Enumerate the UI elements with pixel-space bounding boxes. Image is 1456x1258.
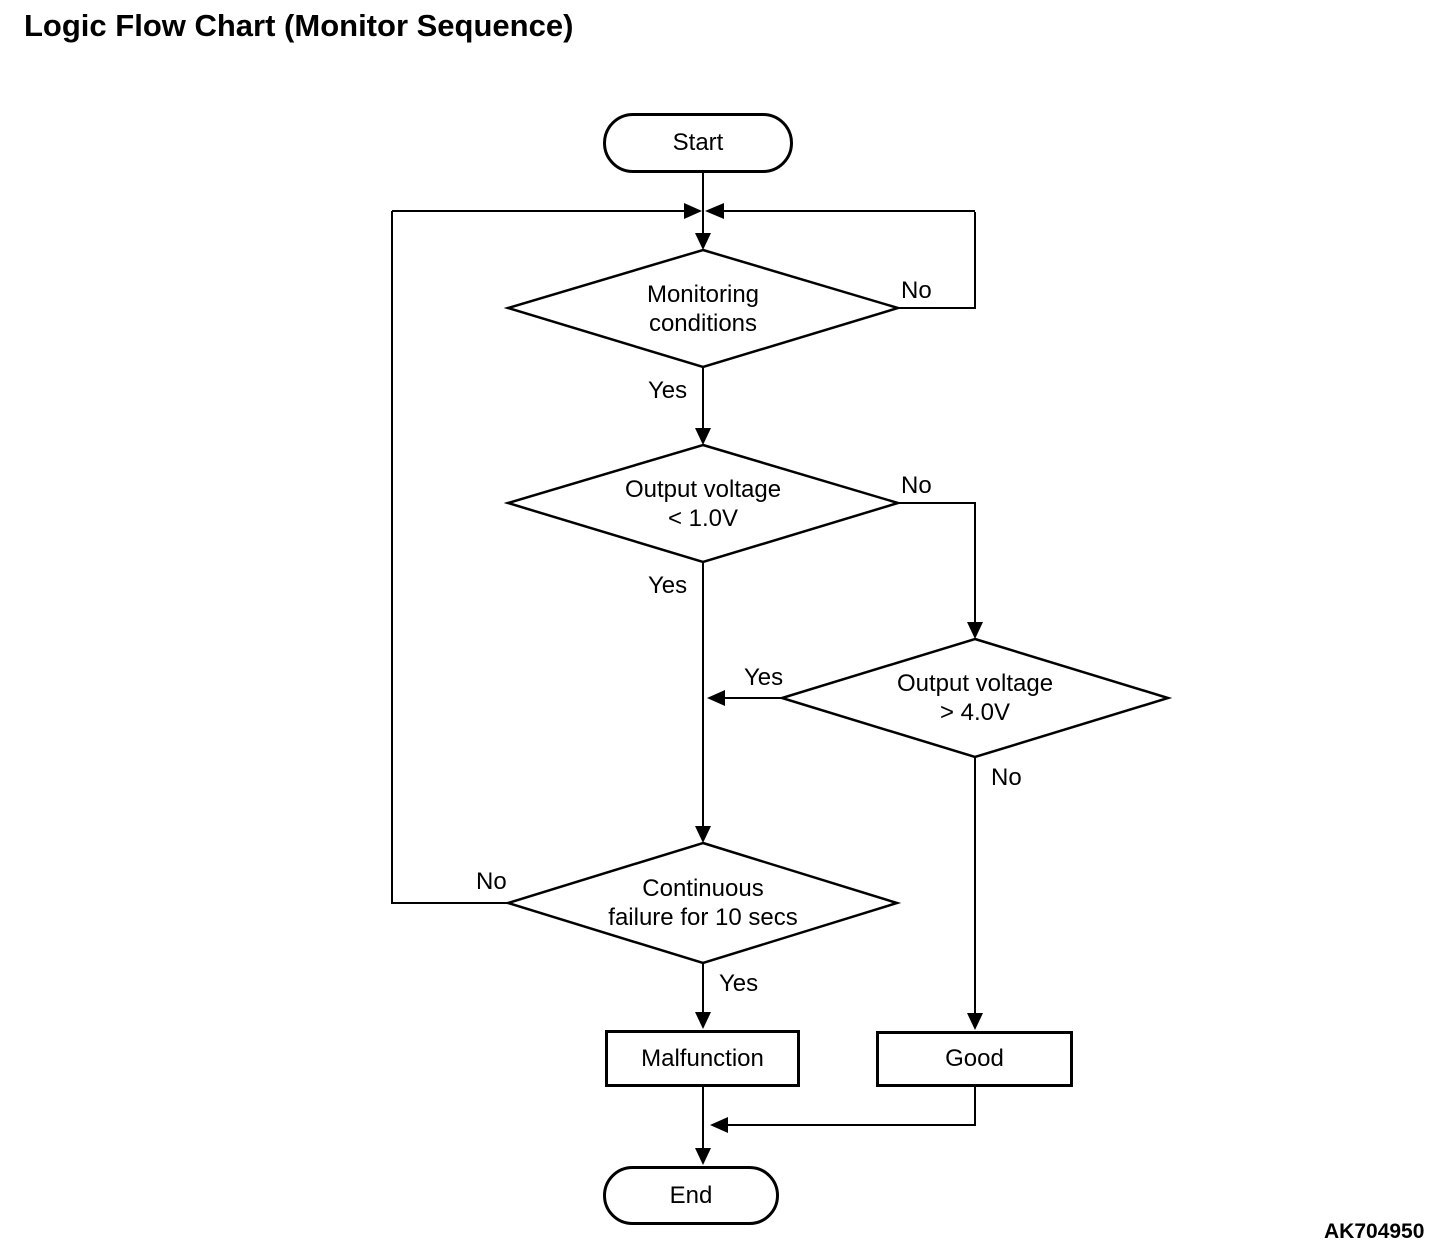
end-in-arrowhead: [695, 1148, 711, 1165]
monitoring-in-arrowhead: [695, 233, 711, 250]
malfunction-process: Malfunction: [605, 1030, 800, 1087]
good-process: Good: [876, 1031, 1073, 1087]
end-label: End: [669, 1181, 713, 1209]
malfunction-in-arrowhead: [695, 1012, 711, 1029]
merge-left-arrowhead: [710, 1117, 728, 1133]
junction-left-arrowhead: [705, 203, 724, 219]
good-in-arrowhead: [967, 1013, 983, 1030]
voltage-low-in-arrowhead: [695, 428, 711, 445]
decision-monitoring-conditions: [503, 248, 903, 369]
continuous-in-arrowhead: [695, 826, 711, 843]
page-title: Logic Flow Chart (Monitor Sequence): [24, 8, 574, 43]
malfunction-label: Malfunction: [641, 1044, 764, 1072]
edge-good-end-line: [728, 1087, 976, 1126]
start-terminator: Start: [603, 113, 793, 173]
voltage-low-no-label: No: [901, 472, 932, 499]
edge-monitoring-no-line: [898, 212, 976, 309]
voltage-high-in-arrowhead: [967, 622, 983, 639]
monitoring-yes-label: Yes: [648, 377, 688, 404]
start-label: Start: [672, 129, 724, 156]
edge-continuous-no-line: [391, 211, 507, 904]
good-label: Good: [945, 1045, 1004, 1072]
decision-output-voltage-low: [503, 443, 903, 564]
decision-output-voltage-high: [777, 637, 1173, 759]
voltage-low-yes-label: Yes: [648, 572, 688, 599]
monitoring-no-label: No: [901, 277, 932, 304]
continuous-yes-label: Yes: [719, 970, 759, 997]
voltage-high-yes-label: Yes: [744, 664, 784, 691]
voltage-high-yes-arrowhead: [707, 690, 725, 706]
voltage-high-no-label: No: [991, 764, 1022, 791]
decision-continuous-failure: [503, 841, 902, 965]
junction-right-arrowhead: [684, 203, 702, 219]
continuous-no-label: No: [476, 868, 507, 895]
edge-voltage-low-no-line: [898, 502, 976, 623]
end-terminator: End: [603, 1166, 779, 1225]
figure-code: AK704950: [1324, 1220, 1425, 1243]
